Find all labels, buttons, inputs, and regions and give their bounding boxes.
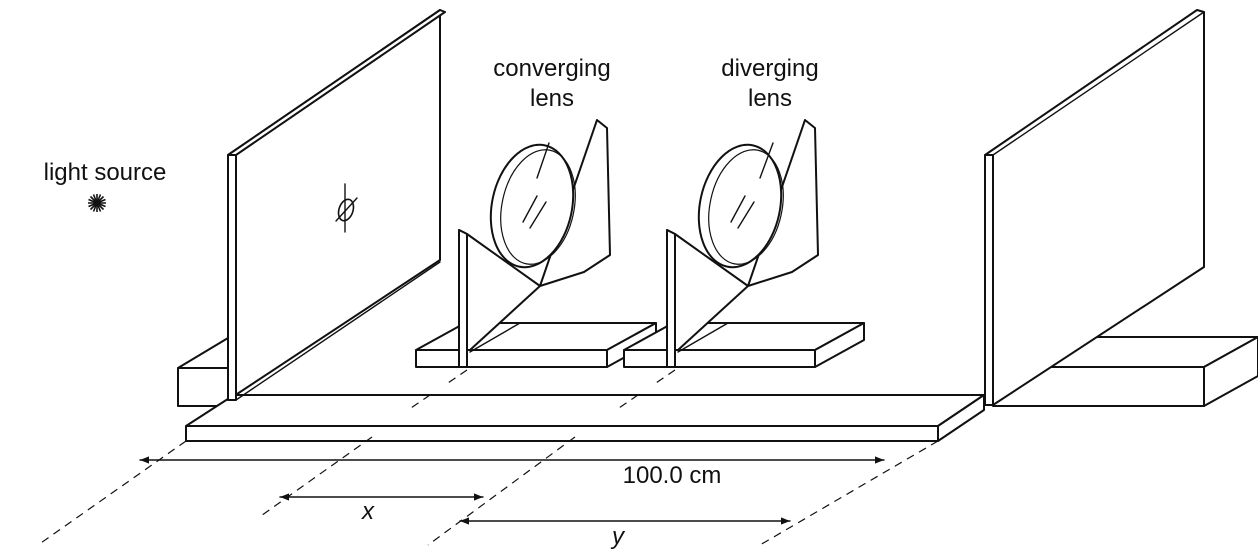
optical-bench bbox=[185, 394, 985, 442]
converging-lens-leader bbox=[536, 142, 550, 179]
crossed-circle-icon bbox=[335, 183, 358, 233]
converging-lens-label-line1: converging bbox=[493, 55, 610, 82]
total-distance-label: 100.0 cm bbox=[623, 462, 722, 489]
right-screen bbox=[984, 9, 1205, 406]
converging-lens bbox=[489, 143, 576, 269]
starburst-icon bbox=[88, 194, 106, 212]
converging-lens-label-line2: lens bbox=[530, 85, 574, 112]
diverging-lens-label-line1: diverging bbox=[721, 55, 818, 82]
left-screen bbox=[227, 9, 446, 401]
diverging-lens-leader bbox=[759, 142, 774, 179]
y-label: y bbox=[610, 523, 626, 550]
light-source-label: light source bbox=[44, 159, 167, 186]
diverging-lens-label-line2: lens bbox=[748, 85, 792, 112]
x-label: x bbox=[361, 498, 375, 525]
